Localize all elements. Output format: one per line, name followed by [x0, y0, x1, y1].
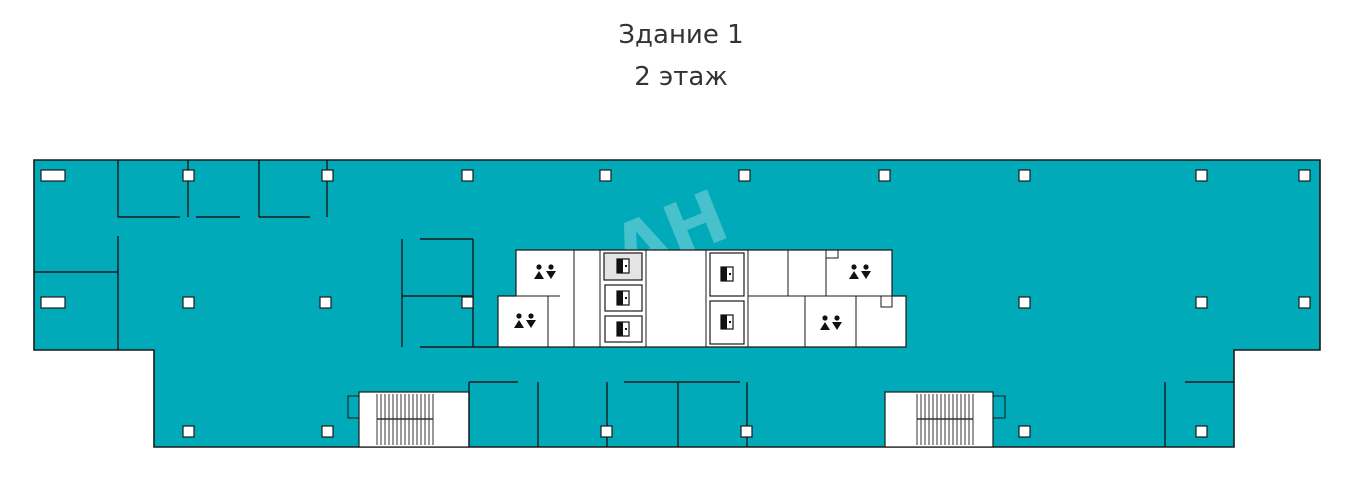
elevator-icon: [720, 266, 734, 282]
column-icon: [1195, 296, 1208, 309]
column-icon: [1195, 169, 1208, 182]
stairs-icon: [884, 391, 1006, 448]
column-icon: [1298, 169, 1311, 182]
column-icon: [1298, 296, 1311, 309]
column-icon: [321, 169, 334, 182]
floor-title: 2 этаж: [634, 62, 728, 92]
elevator-icon: [616, 290, 630, 306]
column-icon: [1018, 169, 1031, 182]
partition-walls: [34, 160, 1234, 447]
columns: [40, 169, 1311, 438]
building-title: Здание 1: [618, 20, 744, 50]
column-icon: [1195, 425, 1208, 438]
column-icon: [599, 169, 612, 182]
column-icon: [878, 169, 891, 182]
elevator-icon: [616, 321, 630, 337]
column-icon: [740, 425, 753, 438]
column-icon: [461, 169, 474, 182]
column-icon: [182, 425, 195, 438]
column-icon: [319, 296, 332, 309]
central-core: [497, 249, 907, 348]
column-icon: [600, 425, 613, 438]
elevator-icon: [720, 314, 734, 330]
column-icon: [738, 169, 751, 182]
elevator-icon: [616, 258, 630, 274]
stairs-icon: [347, 391, 470, 448]
column-icon: [1018, 425, 1031, 438]
column-icon: [461, 296, 474, 309]
column-icon: [40, 169, 66, 182]
column-icon: [1018, 296, 1031, 309]
column-icon: [321, 425, 334, 438]
column-icon: [40, 296, 66, 309]
column-icon: [182, 169, 195, 182]
column-icon: [182, 296, 195, 309]
plan-header: Здание 1 2 этаж: [0, 14, 1362, 98]
